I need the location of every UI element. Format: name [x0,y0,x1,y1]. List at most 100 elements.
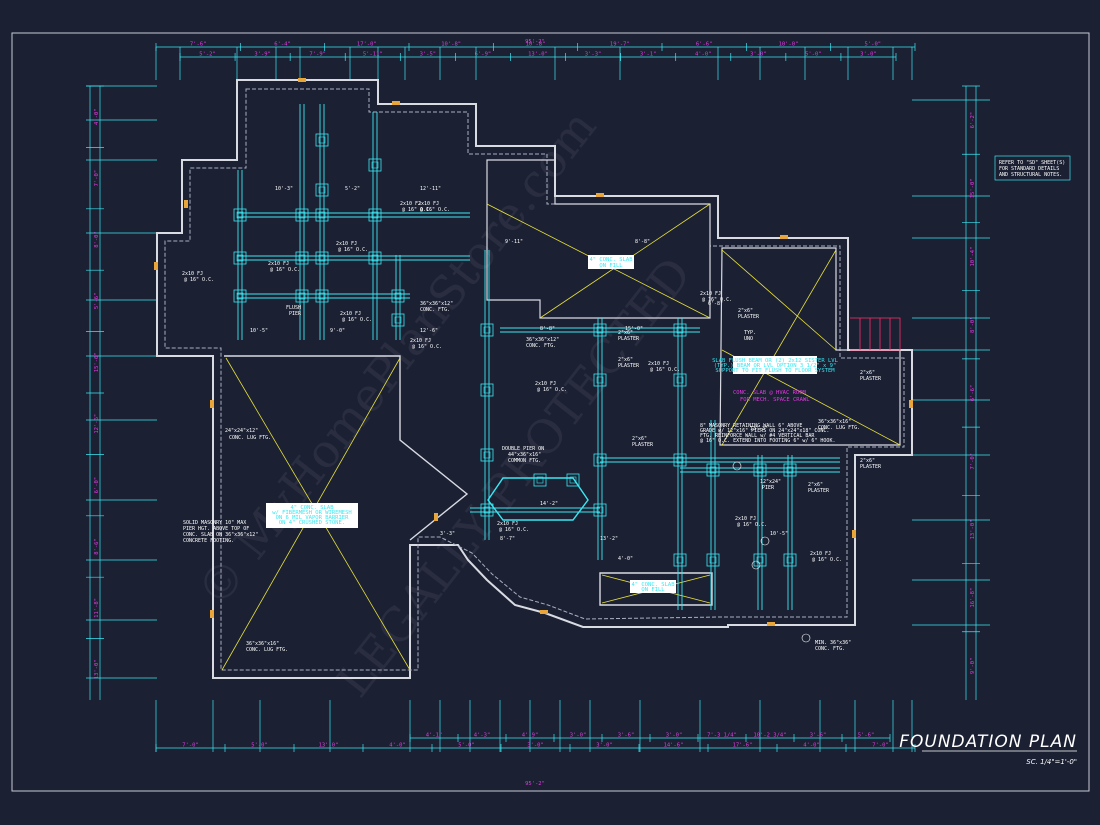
slab-x-3a [721,249,837,351]
title-block: FOUNDATION PLAN SC. 1/4"=1'-0" [899,732,1077,766]
pier-core [483,326,491,334]
callout-text: CONCRETE FOOTING. [183,538,234,544]
general-note-box: REFER TO "SD" SHEET(S) FOR STANDARD DETA… [994,155,1071,181]
plaster-label: PLASTER [860,376,882,382]
note-line: FOR STANDARD DETAILS [999,166,1059,172]
pier-core [318,211,326,219]
pier-core [786,556,794,564]
dimension-label: 8'-0" [94,231,100,248]
plaster-label: 2"x6" [860,458,875,464]
pier-core [394,316,402,324]
slab-callout-bottom: 4" CONC. SLAB ON FILL [630,580,676,593]
pier [480,448,494,462]
dimension-label: 7'-0" [94,170,100,187]
pier [391,313,405,327]
dimension-label: 13'-0" [94,659,100,679]
dimension-label: 13'-0" [970,520,976,540]
pier [673,323,687,337]
callout-text: @ 16" O.C. EXTEND INTO FOOTING 6" w/ 6" … [700,438,835,444]
interior-dimension: 10'-5" [770,531,788,537]
joist-label: 2x10 FJ [810,551,831,557]
plaster-label: PLASTER [618,336,640,342]
callout-text: CONC. SLAB @ HVAC ROOM [733,390,807,396]
callout-text: PIER [289,311,302,317]
pier [480,503,494,517]
pier-core [318,292,326,300]
pier-core [371,161,379,169]
callout-text: CONC. FTG. [815,646,845,652]
pier [295,251,309,265]
pier-core [709,466,717,474]
callout-text: FTG. REINFORCE WALL w/ #4 VERTICAL BAR [700,433,815,439]
dimension-label: 11'-8" [94,598,100,618]
dimension-label: 10'-8" [526,42,546,48]
pier [368,158,382,172]
beam-note-callout: SLAB FLUSH BEAM OR (2) 2x12 SISTER LVL (… [712,356,839,374]
dimension-label: 3'-9" [254,52,271,58]
callout-text: CONC. LUG FTG. [229,435,271,441]
dimension-label: 3'-5" [420,52,437,58]
pier [315,133,329,147]
pier [315,208,329,222]
dimension-label: 16'-8" [970,588,976,608]
callout-text: 36"x36"x12" [420,301,453,307]
slab-callout-left: 4" CONC. SLAB w/ FIBERMESH OR WIREMESH O… [266,503,358,528]
dimension-label: 5'-0" [805,52,822,58]
dimension-label: 7'-0" [872,743,889,749]
dimension-lines [86,43,990,752]
vent [767,622,775,626]
vent [909,400,913,408]
plaster-label: 2"x6" [618,357,633,363]
pier [295,289,309,303]
dimension-label: 5'-0" [251,743,268,749]
interior-dimension: 15'-0" [625,326,643,332]
pier-core [236,254,244,262]
plaster-label: 2"x6" [738,308,753,314]
pier-core [596,456,604,464]
plaster-label: 2"x6" [860,370,875,376]
interior-dimension: 8'-8" [540,326,555,332]
pier-core [318,136,326,144]
dimension-label: 5'-0" [865,42,882,48]
dimension-label: 3'-3" [585,52,602,58]
vent [184,200,188,208]
callout-line: ON FILL [599,263,623,269]
vent [298,78,306,82]
callout-box [733,356,817,374]
pier [233,208,247,222]
plan-scale: SC. 1/4"=1'-0" [1026,758,1077,766]
pier [593,373,607,387]
callout-line: ON 6 MIL VAPOR BARRIER [276,515,350,521]
interior-dimension: 5'-2" [345,186,360,192]
pier-core [596,506,604,514]
pier [315,183,329,197]
interior-dimension: 13'-3" [750,426,768,432]
dimension-label: 6'-4" [274,42,291,48]
vent [210,610,214,618]
pier-core [483,451,491,459]
callout-text: CONC. FTG. [420,307,450,313]
vent [596,193,604,197]
pier-core [596,326,604,334]
inner-wall [164,88,905,671]
dimension-label: 5'-2" [199,52,216,58]
pier-core [236,292,244,300]
pier [706,553,720,567]
callout-line: SLAB FLUSH BEAM OR (2) 2x12 SISTER LVL [712,358,839,364]
detail-marker [751,560,761,570]
pier [706,463,720,477]
pier-core [483,506,491,514]
dimension-label: 4'-0" [803,743,820,749]
note-box-frame [994,155,1071,181]
joist-label: 2x10 FJ [648,361,669,367]
floor-framing [233,104,840,643]
joist-label: @ 16" O.C. [342,317,372,323]
interior-dimension: 13'-2" [600,536,618,542]
joist-label: @ 16" O.C. [812,557,842,563]
dimension-label: 10'-4" [970,247,976,267]
joist-label: @ 16" O.C. [338,247,368,253]
dimension-label: 3'-0" [570,733,587,739]
callout-text: 12"x24" [760,479,781,485]
interior-dimension: 8'-8" [635,239,650,245]
